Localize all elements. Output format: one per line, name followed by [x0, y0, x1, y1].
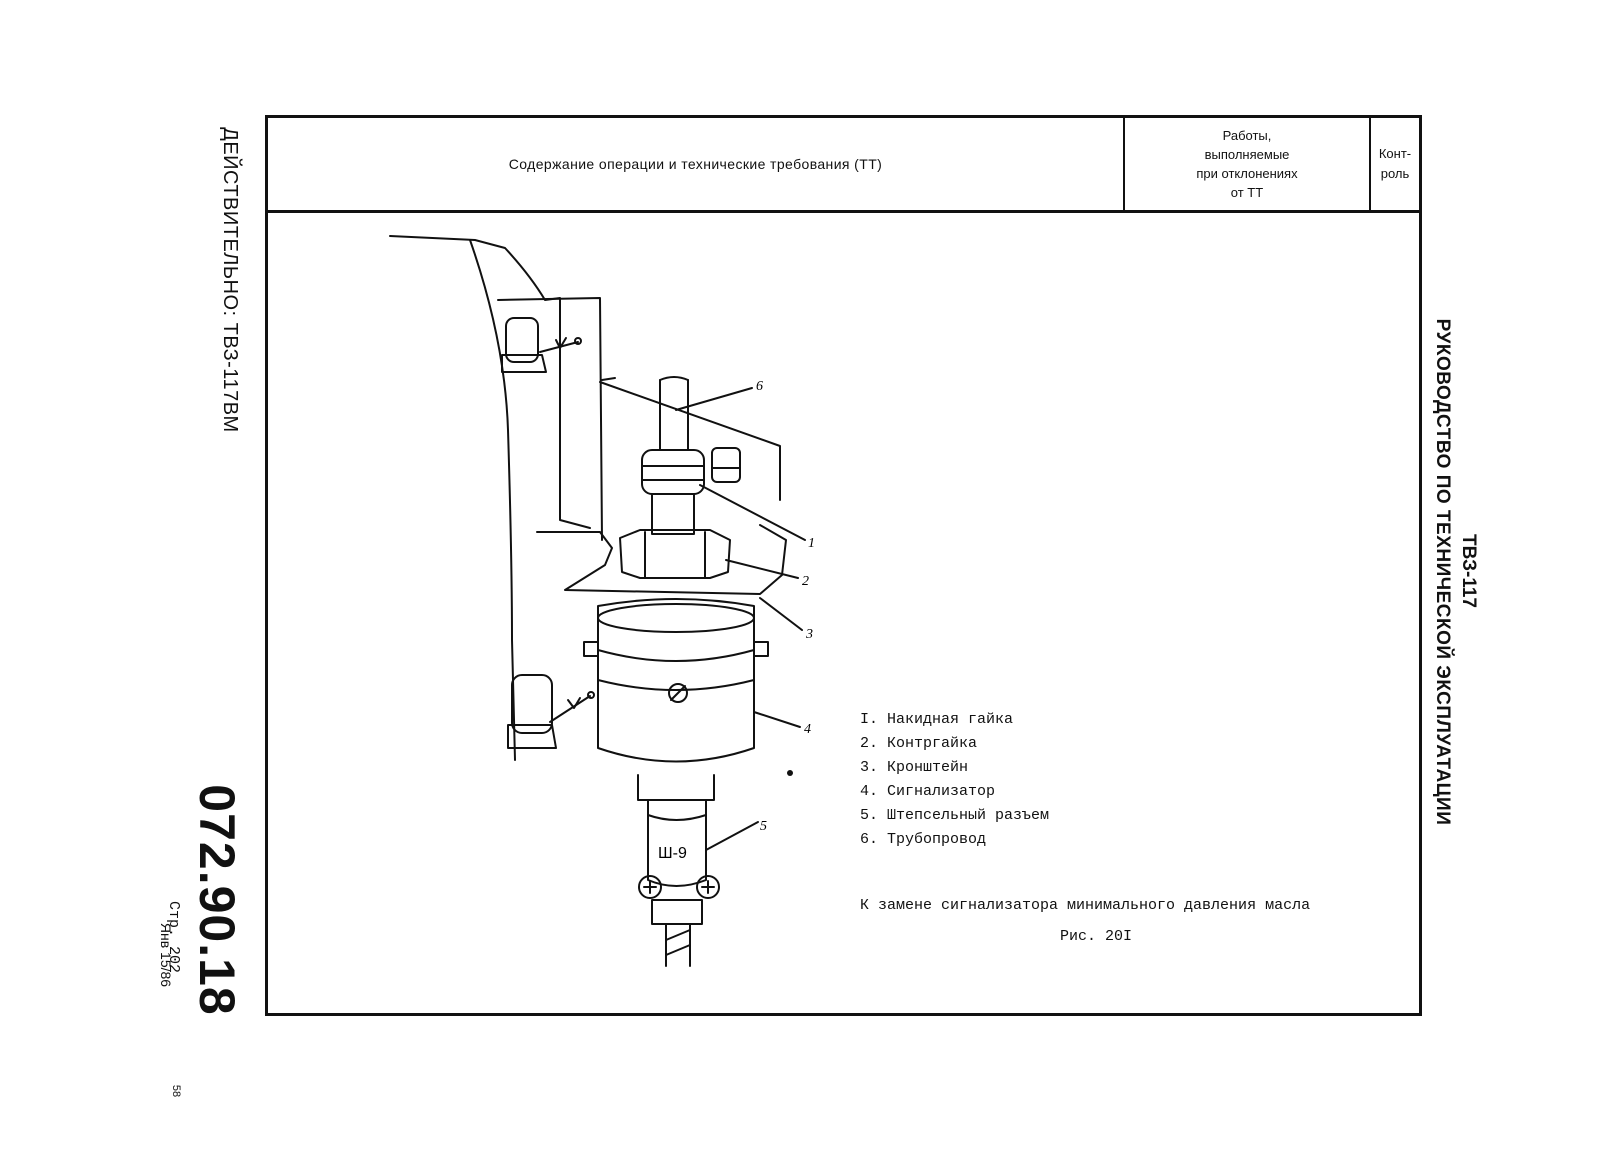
callout-6: 6 — [756, 379, 763, 394]
page-frame: Содержание операции и технические требов… — [265, 115, 1422, 1016]
header-deviation-line: выполняемые — [1204, 147, 1290, 162]
legend-item: 6. Трубопровод — [860, 831, 987, 848]
callout-5: 5 — [760, 819, 767, 834]
housing-outline — [389, 235, 591, 529]
flange-plate-edge — [601, 377, 616, 381]
leader-line-2 — [725, 559, 799, 579]
header-deviation-cell: Работы, выполняемые при отклонениях от Т… — [1125, 118, 1371, 210]
figure-caption: К замене сигнализатора минимального давл… — [860, 897, 1311, 914]
header-control-line: роль — [1380, 166, 1410, 181]
lower-bolt — [511, 674, 553, 734]
bracket-plate — [536, 524, 787, 595]
header-control-line: Конт- — [1378, 146, 1412, 161]
header-deviation-line: Работы, — [1222, 128, 1272, 143]
plug-connector — [637, 774, 715, 801]
callout-1: 1 — [808, 536, 815, 551]
leader-line-6 — [675, 387, 753, 411]
small-bolt — [711, 447, 741, 483]
callout-3: 3 — [805, 627, 813, 642]
leader-line-3 — [759, 597, 803, 631]
header-content-cell: Содержание операции и технические требов… — [268, 118, 1125, 210]
header-control-cell: Конт- роль — [1371, 118, 1419, 210]
screw-icon — [668, 683, 688, 703]
leader-line-1 — [699, 484, 806, 541]
upper-bolt — [505, 317, 539, 363]
figure-number: Рис. 20I — [1060, 928, 1133, 945]
header-content-label: Содержание операции и технические требов… — [508, 156, 883, 172]
housing-inner-edge — [469, 239, 516, 761]
pipe — [659, 379, 689, 451]
parts-legend: I. Накидная гайка 2. Контргайка 3. Кронш… — [860, 708, 1049, 852]
legend-item: 3. Кронштейн — [860, 759, 969, 776]
table-header: Содержание операции и технические требов… — [268, 118, 1419, 213]
callout-4: 4 — [804, 722, 811, 737]
leader-line-4 — [753, 711, 801, 728]
legend-item: 2. Контргайка — [860, 735, 978, 752]
leader-line-5 — [705, 821, 759, 851]
callout-2: 2 — [802, 574, 809, 589]
lock-nut — [619, 529, 731, 579]
union-nut — [641, 449, 705, 495]
connector-label: Ш-9 — [658, 845, 687, 862]
legend-item: 5. Штепсельный разъем — [860, 807, 1050, 824]
header-deviation-line: при отклонениях — [1196, 166, 1298, 181]
signal-device — [597, 617, 755, 763]
legend-item: I. Накидная гайка — [860, 711, 1014, 728]
header-deviation-line: от ТТ — [1230, 185, 1264, 200]
legend-item: 4. Сигнализатор — [860, 783, 996, 800]
